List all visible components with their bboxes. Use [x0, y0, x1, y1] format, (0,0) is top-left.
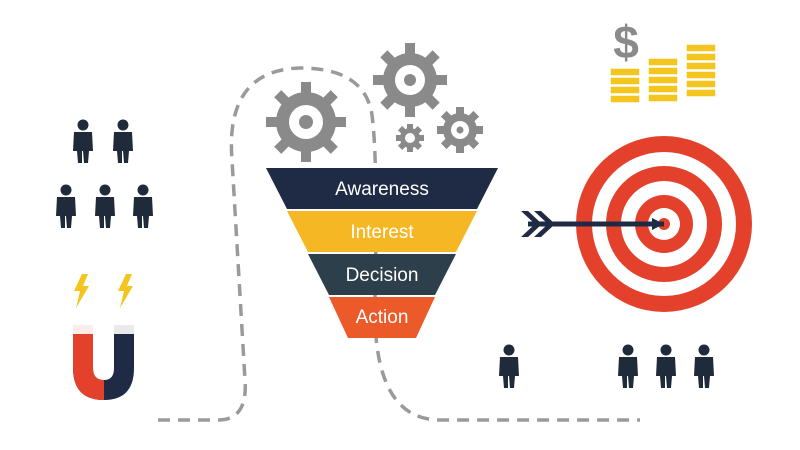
funnel-stage-action [329, 297, 435, 338]
funnel-label-action: Action [356, 307, 409, 328]
large-gear-icon [266, 82, 346, 162]
person-icon [618, 344, 638, 388]
person-icon [656, 344, 676, 388]
arrow-icon [521, 211, 664, 237]
funnel-stage-interest [287, 211, 477, 252]
funnel-label-awareness: Awareness [335, 179, 429, 200]
gears-group [266, 43, 483, 162]
lightning-icon [74, 274, 133, 308]
funnel-label-decision: Decision [346, 265, 419, 286]
person-icon [133, 184, 153, 228]
customer-group-right [499, 344, 714, 388]
small-gear-icon [396, 124, 424, 152]
top-gear-icon [373, 43, 447, 117]
magnet-icon [73, 325, 134, 400]
person-icon [95, 184, 115, 228]
dollar-sign-icon: $ [613, 16, 639, 68]
person-icon [113, 119, 133, 163]
coin-stack-icon [609, 43, 717, 104]
funnel-stage-awareness [266, 168, 498, 209]
person-icon [499, 344, 519, 388]
funnel-stage-decision [308, 254, 456, 295]
money-group: $ [609, 16, 717, 104]
funnel-label-interest: Interest [350, 222, 414, 243]
medium-gear-icon [437, 107, 483, 153]
person-icon [694, 344, 714, 388]
sales-funnel: Awareness Interest Decision Action [266, 168, 498, 338]
person-icon [73, 119, 93, 163]
audience-group-left [56, 119, 153, 228]
person-icon [56, 184, 76, 228]
journey-path [158, 66, 640, 422]
